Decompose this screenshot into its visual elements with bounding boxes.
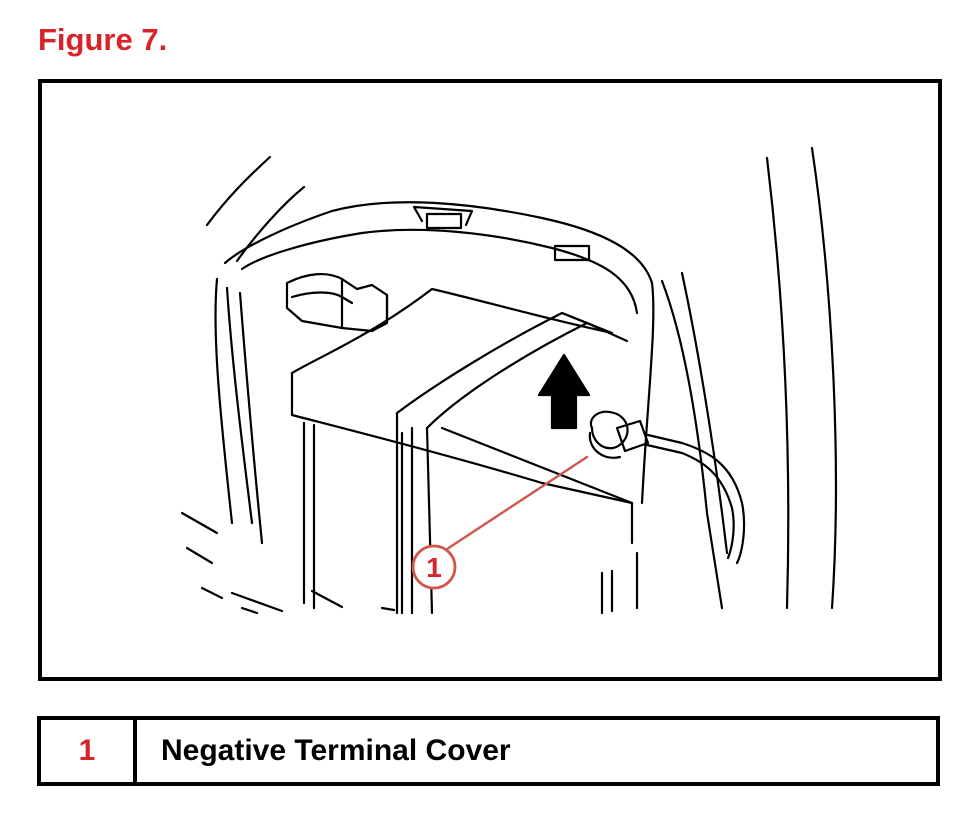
battery-illustration: 1 — [180, 146, 838, 615]
legend-table: 1 Negative Terminal Cover — [37, 716, 940, 786]
callout-leader-line — [442, 455, 589, 553]
callout-number: 1 — [426, 552, 442, 583]
legend-label: Negative Terminal Cover — [161, 734, 511, 767]
figure-title: Figure 7. — [38, 22, 168, 57]
figure-frame: 1 — [38, 79, 942, 681]
callout-circle — [411, 544, 457, 590]
legend-number: 1 — [41, 720, 137, 782]
